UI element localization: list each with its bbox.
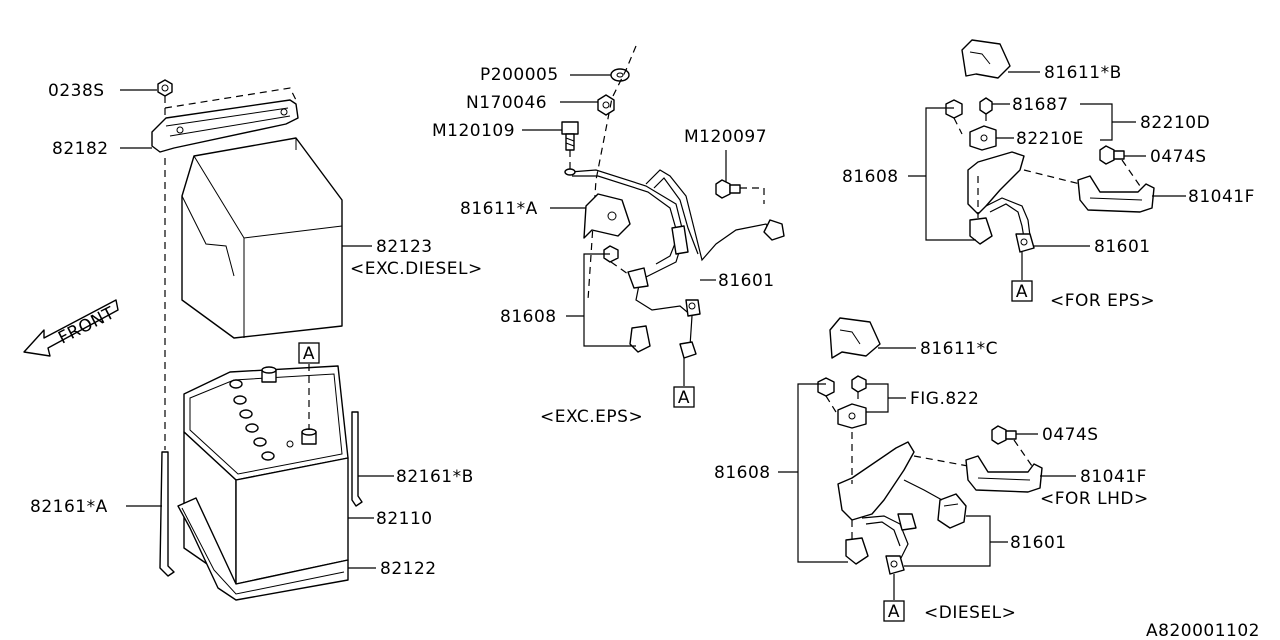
nut-0238s <box>157 79 173 97</box>
label-0238s: 0238S <box>48 81 105 101</box>
nut-n170046 <box>597 94 615 116</box>
clamp-fig822 <box>837 403 867 429</box>
nut-81608-exc-eps <box>603 245 619 263</box>
bolt-0474s-for-eps <box>1099 145 1125 165</box>
label-81687: 81687 <box>1012 95 1069 115</box>
terminal-cover-81611a <box>583 193 631 239</box>
battery-cover-82123 <box>181 137 343 339</box>
label-m120109: M120109 <box>432 121 515 141</box>
label-fig822: FIG.822 <box>910 389 979 409</box>
svg-text:A: A <box>678 388 690 408</box>
wire-harness-81601-for-eps <box>967 151 1035 253</box>
label-82161a: 82161*A <box>30 497 108 517</box>
terminal-cover-81611b <box>961 39 1011 79</box>
bolt-m120097 <box>715 179 741 199</box>
label-82161b: 82161*B <box>396 467 474 487</box>
nut-81687 <box>979 97 993 115</box>
label-for-lhd: <FOR LHD> <box>1040 489 1149 509</box>
rod-82161b <box>351 411 363 507</box>
label-82210d: 82210D <box>1140 113 1210 133</box>
document-id: A820001102 <box>1146 621 1260 640</box>
rod-82161a <box>159 451 175 577</box>
label-p200005: P200005 <box>480 65 559 85</box>
ref-box-a-exc-eps: A <box>673 386 695 408</box>
svg-text:A: A <box>1016 282 1028 302</box>
label-m120097: M120097 <box>684 127 767 147</box>
label-81608-for-eps: 81608 <box>842 167 899 187</box>
nut-left-diesel <box>817 377 835 397</box>
label-front: FRONT <box>55 303 118 348</box>
label-82110: 82110 <box>376 509 433 529</box>
ref-box-a-diesel: A <box>883 600 905 622</box>
bolt-0474s-diesel <box>991 425 1017 445</box>
label-exc-eps: <EXC.EPS> <box>540 407 643 427</box>
label-0474s-diesel: 0474S <box>1042 425 1099 445</box>
label-81601-for-eps: 81601 <box>1094 237 1151 257</box>
ref-box-a-battery: A <box>298 342 320 364</box>
label-81041f-for-eps: 81041F <box>1188 187 1255 207</box>
label-81041f-diesel: 81041F <box>1080 467 1147 487</box>
label-81611c: 81611*C <box>920 339 998 359</box>
battery-tray-82122 <box>177 497 349 601</box>
bolt-m120109 <box>561 121 579 151</box>
svg-text:A: A <box>303 344 315 364</box>
label-n170046: N170046 <box>466 93 547 113</box>
label-exc-diesel: <EXC.DIESEL> <box>350 259 483 279</box>
label-81601-exc-eps: 81601 <box>718 271 775 291</box>
wire-harness-81601-diesel <box>837 441 967 575</box>
bracket-81041f-diesel <box>965 455 1043 493</box>
svg-text:A: A <box>888 602 900 622</box>
front-direction-arrow <box>23 299 119 357</box>
nut-left-for-eps <box>945 99 963 119</box>
label-81611b: 81611*B <box>1044 63 1122 83</box>
label-82210e: 82210E <box>1016 129 1084 149</box>
ref-box-a-for-eps: A <box>1011 280 1033 302</box>
nut-right-diesel <box>851 375 867 393</box>
battery-82110 <box>183 365 349 585</box>
label-diesel: <DIESEL> <box>924 603 1016 623</box>
label-81611a: 81611*A <box>460 199 538 219</box>
terminal-cover-81611c <box>829 317 881 359</box>
label-81608-exc-eps: 81608 <box>500 307 557 327</box>
label-for-eps: <FOR EPS> <box>1050 291 1155 311</box>
label-82182: 82182 <box>52 139 109 159</box>
label-81601-diesel: 81601 <box>1010 533 1067 553</box>
bracket-81041f-for-eps <box>1077 175 1155 213</box>
label-82122: 82122 <box>380 559 437 579</box>
wire-harness-81601-exc-eps <box>564 168 785 359</box>
label-0474s-for-eps: 0474S <box>1150 147 1207 167</box>
washer-p200005 <box>610 68 630 82</box>
clamp-82210e <box>969 125 997 151</box>
label-82123: 82123 <box>376 237 433 257</box>
label-81608-diesel: 81608 <box>714 463 771 483</box>
battery-bracket-82182 <box>151 99 299 153</box>
